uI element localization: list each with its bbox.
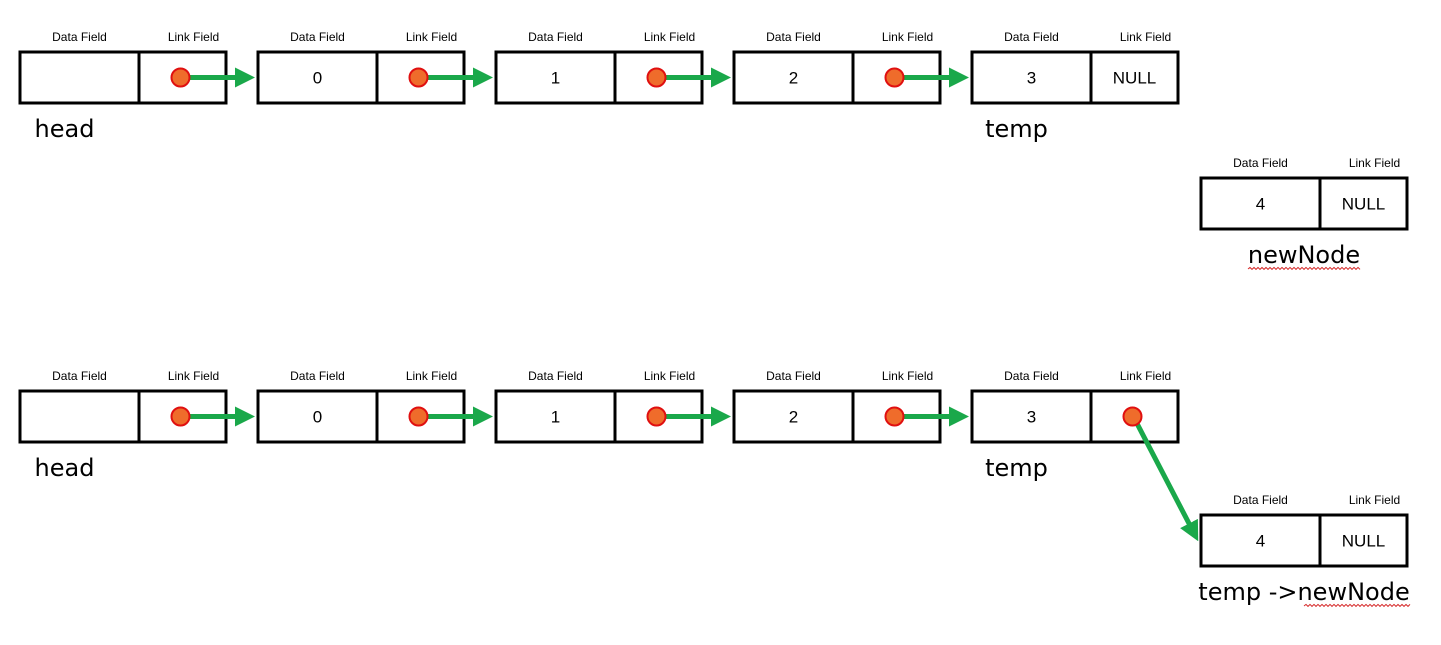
spellcheck-underline	[1303, 603, 1411, 608]
data-field-caption: Data Field	[766, 369, 821, 383]
link-field-caption: Link Field	[406, 30, 457, 44]
variable-label: newNode	[1248, 241, 1360, 269]
link-field-caption: Link Field	[1120, 369, 1171, 383]
variable-label: head	[35, 115, 95, 143]
data-value: 0	[313, 408, 322, 427]
data-field-cell	[18, 50, 141, 105]
pointer-dot	[408, 406, 429, 427]
pointer-dot	[884, 67, 905, 88]
pointer-dot	[884, 406, 905, 427]
link-field-caption: Link Field	[168, 369, 219, 383]
data-field-caption: Data Field	[766, 30, 821, 44]
variable-label: temp	[985, 115, 1048, 143]
data-field-cell	[494, 50, 617, 105]
pointer-dot	[408, 67, 429, 88]
data-field-caption: Data Field	[290, 30, 345, 44]
data-field-caption: Data Field	[1233, 493, 1288, 507]
stage-0-node-4	[970, 50, 1180, 105]
link-field-cell	[1318, 513, 1409, 568]
data-field-caption: Data Field	[52, 369, 107, 383]
data-value: 1	[551, 69, 560, 88]
pointer-dot	[646, 406, 667, 427]
data-field-caption: Data Field	[1004, 30, 1059, 44]
pointer-dot	[1122, 406, 1143, 427]
data-field-caption: Data Field	[1004, 369, 1059, 383]
link-to-new-node-arrow	[1134, 421, 1199, 542]
link-field-caption: Link Field	[1349, 493, 1400, 507]
data-field-caption: Data Field	[1233, 156, 1288, 170]
link-field-caption: Link Field	[644, 30, 695, 44]
link-field-caption: Link Field	[168, 30, 219, 44]
stage-0-node-0	[18, 50, 228, 105]
data-field-caption: Data Field	[528, 30, 583, 44]
link-field-caption: Link Field	[1349, 156, 1400, 170]
data-field-cell	[732, 50, 855, 105]
link-field-caption: Link Field	[406, 369, 457, 383]
variable-label: temp	[985, 454, 1048, 482]
data-field-cell	[732, 389, 855, 444]
data-field-caption: Data Field	[528, 369, 583, 383]
spellcheck-underline	[1247, 266, 1361, 271]
pointer-dot	[170, 406, 191, 427]
data-field-cell	[970, 50, 1093, 105]
data-value: 3	[1027, 69, 1036, 88]
pointer-dot	[170, 67, 191, 88]
data-value: 2	[789, 408, 798, 427]
data-value: 2	[789, 69, 798, 88]
stage-0-node-3	[732, 50, 942, 105]
link-field-caption: Link Field	[1120, 30, 1171, 44]
null-link-value: NULL	[1342, 532, 1385, 551]
data-field-cell	[18, 389, 141, 444]
pointer-dot	[646, 67, 667, 88]
stage-1-new-node	[1199, 513, 1409, 568]
data-value: 3	[1027, 408, 1036, 427]
null-link-value: NULL	[1342, 195, 1385, 214]
data-value: 4	[1256, 532, 1265, 551]
data-field-cell	[970, 389, 1093, 444]
link-field-caption: Link Field	[882, 369, 933, 383]
stage-1-node-4	[970, 389, 1180, 444]
data-field-cell	[256, 50, 379, 105]
link-field-cell	[1318, 176, 1409, 231]
data-field-caption: Data Field	[290, 369, 345, 383]
data-value: 0	[313, 69, 322, 88]
stage-0-new-node	[1199, 176, 1409, 231]
link-field-cell	[1089, 50, 1180, 105]
data-value: 4	[1256, 195, 1265, 214]
null-link-value: NULL	[1113, 69, 1156, 88]
data-field-cell	[1199, 513, 1322, 568]
link-field-caption: Link Field	[644, 369, 695, 383]
data-value: 1	[551, 408, 560, 427]
data-field-caption: Data Field	[52, 30, 107, 44]
data-field-cell	[256, 389, 379, 444]
variable-label: head	[35, 454, 95, 482]
variable-label: temp ->newNode	[1198, 578, 1409, 606]
stage-0-node-1	[256, 50, 466, 105]
link-field-caption: Link Field	[882, 30, 933, 44]
